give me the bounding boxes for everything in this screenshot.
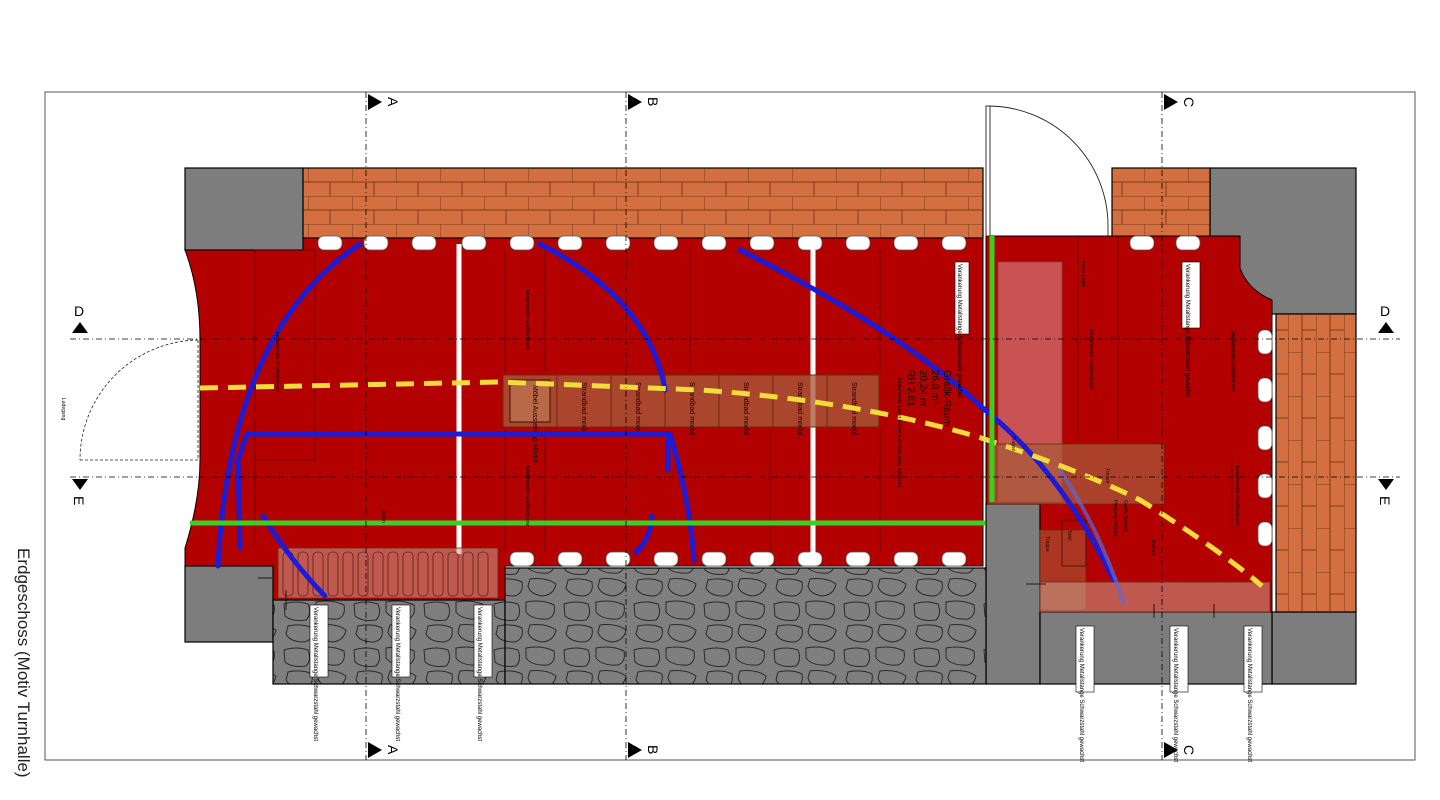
label-neue: neue Lager [1080,262,1086,288]
section-label-c-top: C [1181,97,1197,107]
room-line-3: 20,24 m [917,370,928,406]
room-line-2: 26,8 m² [929,370,940,405]
section-label-a-top: A [385,97,401,107]
section-label-e-right: E [1377,496,1393,505]
note-tag: Verankerung Metallstange Schwarzstahl ge… [956,264,962,398]
label-tafel: Tafel [1066,530,1072,541]
section-label-b-bottom: B [645,745,661,754]
guide-lines-right [1077,236,1233,530]
wall-top-left [184,167,304,251]
label-trasse: Trasse [1010,436,1016,451]
label-bestand-low: bestehender Grafikschrank [524,466,530,527]
radiators-right [1257,329,1273,547]
section-lines [70,92,1400,760]
note-tag: Verankerung Metallstange Schwarzstahl ge… [1172,628,1178,762]
section-label-c-bottom: C [1181,745,1197,755]
walls [184,167,1357,685]
tafel-block [1061,519,1087,567]
wall-mid-low [1039,611,1273,685]
wall-bottom-right [1271,611,1357,685]
label-bestand-right1: bestehender Grafikschrank [1088,330,1094,391]
note-tag: Verankerung Metallstange Schwarzstahl ge… [394,607,400,741]
label-treppe: Treppe [1044,536,1050,552]
yellow-path [199,379,1264,588]
label-bestand-left: bestehender Grafikschrank [274,332,280,393]
note-tag: Verankerung Metallstange Schwarzstahl ge… [1078,628,1084,762]
wall-bottom-left [184,565,274,643]
label-bestand-right3: bestehender Grafikschrank [1234,466,1240,527]
module-label: Strandbad modul [580,382,587,436]
section-letters: A B C A B C D D E E [71,97,1393,755]
blue-path-faded [1058,468,1126,605]
label-bestand-right2: bestehender Grafikschrank [1230,332,1236,393]
bench-bottom-right [1039,581,1271,613]
room-line-1: Grafik-Raum [941,370,952,427]
sheet-frame [44,91,1416,761]
brick-wall-right [1275,313,1357,613]
label-balken: Balken [1150,540,1156,556]
module-label: Strandbad modul [742,382,749,436]
label-technik: Grafik-Technik [1122,500,1128,532]
room-stamp: Grafik-Raum 26,8 m² 20,24 m RH 2,81 [905,370,952,427]
radiators-top [317,235,1201,251]
module-label: Strandbad modul [634,382,641,436]
brick-wall-top-right [1111,167,1211,239]
module-label: Strandbad modul [688,382,695,436]
label-bestand-mid: bestehender Grafikschrank [524,290,530,351]
section-label-b-top: B [645,97,661,106]
label-tresen: Tresen [1104,468,1110,484]
akten-shelves [277,547,499,599]
note-tags: Verankerung Metallstange Schwarzstahl ge… [309,261,1263,762]
note-tag: Verankerung Metallstange Schwarzstahl ge… [1246,628,1252,762]
stone-wall-bottom-left [272,599,506,685]
stone-wall-bottom [504,567,987,685]
section-label-e-left: E [71,496,87,505]
radiators-bottom [509,551,967,567]
brick-wall-top [302,167,984,239]
label-room-note: bestehende Lager möbel auf Höhe bzw. int… [896,378,902,488]
module-label: Möbel Ausstellung Modul [531,385,538,463]
wall-middle [985,503,1041,685]
floor-annotations: bestehender Grafikschrank bestehender Gr… [60,262,1240,556]
room-line-4: RH 2,81 [905,370,916,407]
door-left [79,339,199,461]
label-akten: Akten [380,510,386,523]
note-tag: Verankerung Metallstange Schwarzstahl ge… [312,607,318,741]
tick-marks [258,577,1215,618]
sheet-title: Erdgeschoss (Motiv Turnhalle) [14,548,33,778]
label-heizung: Heizung-Technik [1112,500,1118,537]
guide-lines [254,249,881,552]
section-label-a-bottom: A [385,745,401,755]
door-top [985,105,1109,237]
note-tag: Verankerung Metallstange Schwarzstahl ge… [476,607,482,741]
section-markers [72,94,1394,758]
section-label-d-left: D [74,303,84,319]
label-ladegang: Ladegang [60,398,66,420]
section-label-d-right: D [1380,303,1390,319]
note-tag: Verankerung Metallstange Schwarzstahl ge… [1184,264,1190,398]
module-label: Strandbad modul [796,382,803,436]
